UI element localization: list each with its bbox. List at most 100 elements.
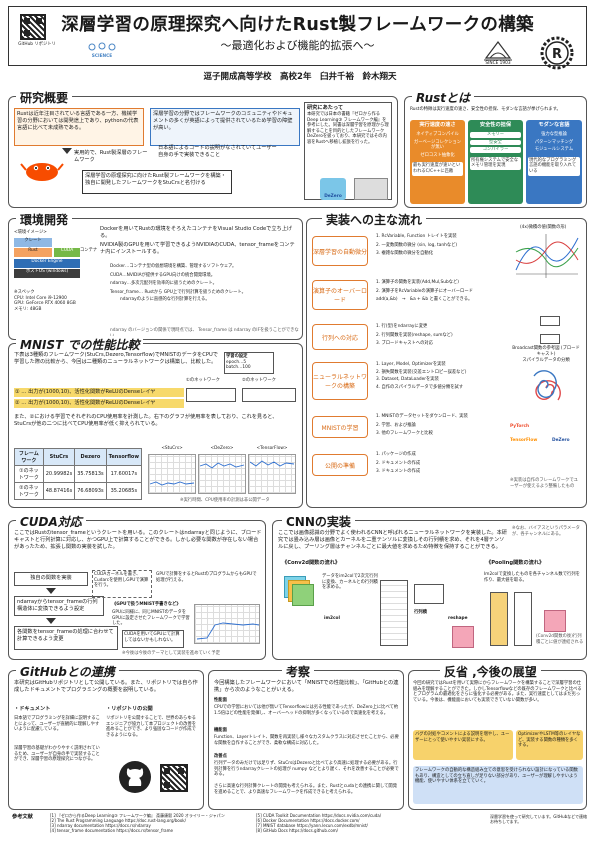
env-p2: NVIDIA製のGPUを用いて学習できるようNVIDIAのCUDA、tensor… <box>100 242 295 255</box>
cuda-side-note-2: GPUで計算をするとRustのプログラムからもGPUで処理が行える。 <box>156 572 257 583</box>
future-heading: 反省 ,今後の展望 <box>440 663 541 680</box>
rust-col-safety: 安全性の担保 メモリー 型安全 コンパイラー 所有権システムで安全なメモリ管理を… <box>468 120 523 204</box>
overview-problem-english: 深層学習の分野ではフレームワークのコミュニティやドキュメントの多くが英語によって… <box>150 108 300 146</box>
tensorflow-logo: TensorFlow <box>510 438 538 443</box>
overview-condition-2: 日本語によるコードの説明がなされていてユーザー自身の手で実装できること <box>158 145 277 158</box>
mnist-cpu-paragraph: また、②における学習でそれぞれのCPU使用率を計測した。右下のグラフが使用率を表… <box>14 414 278 427</box>
mnist-net-rows: ① … 出力が(1000,10)、活性化関数がReLUのDenseレイヤ ② …… <box>14 388 184 408</box>
github-heading: GitHubとの連携 <box>16 663 119 680</box>
cuda-heading: CUDA対応 <box>16 513 86 530</box>
flow-heading: 実装への主な流れ <box>322 211 427 228</box>
cuda-intro: ここではRustのtensor_frameというクレートを用いる。このクレートは… <box>14 530 262 550</box>
list-item: [3] ndarray documentation https://docs.r… <box>50 823 151 828</box>
list-item: [2] The Rust Programming Language https:… <box>50 818 186 823</box>
discussion-section <box>208 670 404 810</box>
overview-note-title: 研究にあたって <box>307 105 344 111</box>
dezero-logo: DeZero <box>552 438 570 443</box>
science-logo: SCIENCE <box>84 42 120 62</box>
flow-footnote: ※実装は自作のフレームワークでユーザーが使えるよう整備したもの <box>510 478 578 489</box>
list-item: [5] CUDA Toolkit Documentation https://d… <box>256 813 382 818</box>
github-repo-text: リポジトリを公開することで、世界のあらゆるエンジニアが協力して本プロジェクトの改… <box>106 716 197 738</box>
rust-logo-icon: R <box>540 36 574 70</box>
poster-subtitle: 〜最適化および機能的拡張へ〜 <box>220 39 375 52</box>
discussion-func-title: 機能面 <box>214 728 227 733</box>
authors-line: 逗子開成高等学校 高校2年 臼井千裕 鈴木翔天 <box>203 72 397 82</box>
future-tag-2: OptimizerやLSTM等のレイヤなど、実装する関数の種類を多くする。 <box>516 730 583 760</box>
env-p1: Dockerを用いてRustの環境をそろえたコンテナをVisual Studio… <box>100 226 293 239</box>
flow-step-2: 演算子のオーバーロード <box>312 280 368 310</box>
cuda-gpu-graph <box>194 604 260 644</box>
cnn-pool-title: 《Pooling関数の流れ》 <box>486 560 545 566</box>
refs-contact: 深層学習を使って研究しています。GitHubなどで連絡お待ちしてます。 <box>490 814 588 824</box>
list-item: [8] GitHub Docs https://docs.github.com/ <box>256 828 339 833</box>
cuda-flow-2: ndarrayからtensor_frameの行列構造体に変換できるよう設定 <box>14 596 104 616</box>
future-p2: フレームワークの自動的な構造組み立ての意思を受けられない設計になっている関数もあ… <box>413 766 583 804</box>
github-doc-title: ・ドキュメント <box>14 706 51 712</box>
cuda-arrow-icon <box>46 588 56 594</box>
discussion-heading: 考察 <box>282 663 315 680</box>
mnist-intro: 下表は3種類のフレームワーク(StuCrs,Dezero,Tensorflow)… <box>14 352 218 365</box>
list-item: [6] Docker Documentation https://docs.do… <box>256 818 360 823</box>
list-item: [4] tensor_frame documentation https://d… <box>50 828 173 833</box>
rust-lead: Rustの特徴は実行速度の速さ、安全性の担保、モダンな言語が挙げられます。 <box>410 107 561 112</box>
poster-title: 深層学習の原理探究へ向けたRust製フレームワークの構築 <box>61 15 534 35</box>
env-diagram-title: <環境イメージ> <box>14 230 47 235</box>
env-specs: ※スペック CPU: Intel Core i9-12900 GPU: GeFo… <box>14 290 76 312</box>
env-bullets: Docker…コンテナ型の仮想環境を構築、管理するソフトウェア。 CUDA…NV… <box>110 264 296 303</box>
mnist-settings: 学習の設定 epoch…5 batch…100 <box>224 352 274 374</box>
cuda-flow-3: 各関数をtensor_frameの処理に合わせて計算できるよう変更 <box>14 626 118 650</box>
github-repo-title: ・リポジトリの公開 <box>106 706 153 712</box>
dezero-book-icon <box>320 178 346 200</box>
cnn-note-side: (Conv2d関数の後)行列積ごとに値が連結される <box>536 634 584 645</box>
flow-derivative-graph: (4x)微積の値(関数の形) <box>512 225 580 280</box>
overview-heading: 研究概要 <box>16 89 73 106</box>
refs-list-2: [5] CUDA Toolkit Documentation https://d… <box>256 813 456 833</box>
overview-goal-box: 深層学習の原理探究に向けたRust製フレームワークを構築・独自に開発したフレーム… <box>82 170 232 194</box>
science-logo-text: SCIENCE <box>91 54 113 59</box>
overview-problem-rust: Rustは近年注目されている言語である一方、機械学習の分野においては開発途上であ… <box>14 108 144 146</box>
rust-col-speed: 実行速度の速さ ネイティブコンパイル ガーベージコレクションが無い ゼロコスト抽… <box>410 120 465 204</box>
github-qr-code[interactable] <box>20 14 46 40</box>
cnn-pool-desc: Im2colで変換したものを各チャンネル数で行列を作り、最大値を取る。 <box>484 572 580 583</box>
rust-heading: Rustとは <box>412 89 475 106</box>
github-doc-text: 日本語でプログラミングを詳細に説明することによって、ユーザーが直観的に理解しやす… <box>14 716 100 733</box>
env-bullet: Docker…コンテナ型の仮想環境を構築、管理するソフトウェア。 <box>110 264 237 269</box>
discussion-perf-title: 性能面 <box>214 698 227 703</box>
future-tag-1: バグの対処やコメントによる説明を増やし、ユーザーにとって使いやすい実装にする。 <box>413 730 513 760</box>
discussion-perf: CPUでの学習においては他が無いてTensorflowには劣る性能であったが、D… <box>214 705 399 716</box>
list-item: [7] MNIST database https://yann.lecun.co… <box>256 823 368 828</box>
env-heading: 環境開発 <box>16 211 73 228</box>
school-crest-icon <box>480 38 516 68</box>
cnn-pool-diagram: Im2colで変換したものを各チャンネル数で行列を作り、最大値を取る。 (Con… <box>484 570 584 654</box>
flow-steps: 深層学習の自動微分 1. RcVariable, Function トレイトを実… <box>312 225 582 503</box>
pytorch-logo: PyTorch <box>510 424 530 429</box>
discussion-func: Function、Layerトレイト、関数を再実装し様々なカスタムクラスに対応さ… <box>214 735 399 746</box>
ferris-crab-icon <box>20 150 64 186</box>
discussion-improve-title: 改善点 <box>214 754 227 759</box>
github-repo-qr[interactable] <box>160 764 188 792</box>
svg-text:R: R <box>552 47 562 62</box>
mnist-note: ※実行時間、CPU使用率の計測は非公開データ <box>180 498 270 503</box>
refs-title: 参考文献 <box>12 814 33 820</box>
dezero-label: DeZero <box>324 194 342 199</box>
cuda-side-note-1: CUDAカーネルを書き、Cudarcを使用しGPUで演算を行う。 <box>92 570 152 598</box>
github-octocat-icon <box>118 760 152 794</box>
cnn-note-top: ※なお、バイアスというパラメータが、各チャンネルにある。 <box>512 526 580 537</box>
rust-col-modern: モダンな言語 強力な型推論 パターンマッチング モジュールシステム 現代的なプロ… <box>526 120 582 204</box>
overview-condition-1: 実用的で、Rust製深層のフレームワーク <box>74 150 148 163</box>
future-p1: 今回の研究ではRustを用いて実際にからフレームワークを構築することで深層学習の… <box>413 681 582 703</box>
cuda-gpu-desc: GPUに同様に、同じMNISTのデータをGPUに設定させたフレームワークで学習し… <box>112 610 190 627</box>
overview-figure-image <box>354 178 388 200</box>
cuda-footnote: ※今後は今後のテーマとして実装を進めていく予定 <box>122 651 221 656</box>
cnn-matmul-label: 行列積 <box>414 610 427 615</box>
flow-spiral-plot: スパイラルデータの分類 <box>518 358 574 412</box>
discussion-intro: 今回構築したフレームワークにおいて「MNISTでの性能比較」、「GitHubとの… <box>214 680 399 693</box>
cnn-conv-title: 《Conv2d関数の流れ》 <box>282 560 341 566</box>
cnn-conv-desc: データをim2colで2次元行列に変換、カーネルとの行列積を求める。 <box>322 574 378 591</box>
github-intro: 本研究はGitHubリポジトリとして公開している。また、リポジトリでは自ら作成し… <box>14 680 198 693</box>
